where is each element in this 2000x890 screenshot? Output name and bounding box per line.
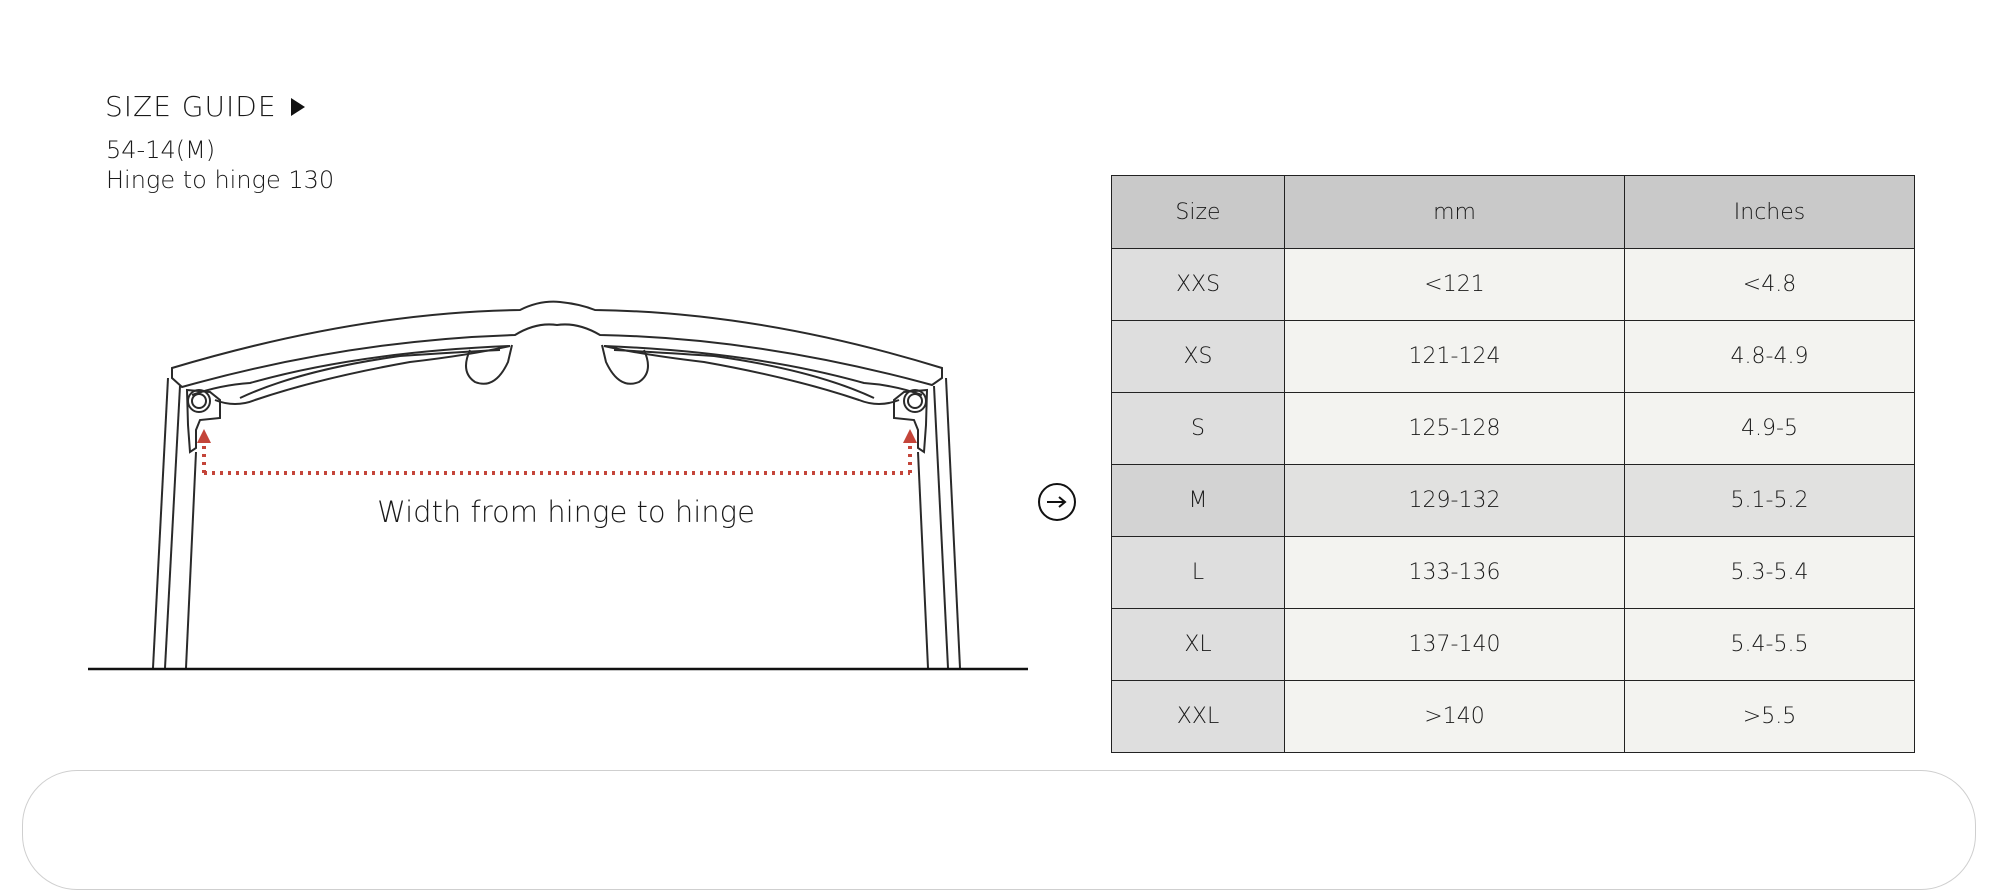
frame-size: 54-14(M) bbox=[106, 136, 216, 164]
measurement-line bbox=[202, 440, 912, 475]
play-triangle-icon bbox=[290, 97, 305, 116]
mm-cell: >140 bbox=[1284, 680, 1625, 753]
size-cell: M bbox=[1111, 464, 1285, 537]
inches-cell: 4.9-5 bbox=[1624, 392, 1915, 465]
size-guide-toggle[interactable]: SIZE GUIDE bbox=[105, 90, 305, 123]
table-row: XXS<121<4.8 bbox=[1111, 248, 1915, 321]
arrow-right-icon bbox=[1047, 496, 1067, 508]
table-header-row: Size mm Inches bbox=[1111, 175, 1915, 249]
header-size: Size bbox=[1111, 175, 1285, 249]
size-cell: L bbox=[1111, 536, 1285, 609]
table-row: XXL>140>5.5 bbox=[1111, 680, 1915, 753]
mm-cell: 133-136 bbox=[1284, 536, 1625, 609]
inches-cell: 4.8-4.9 bbox=[1624, 320, 1915, 393]
mm-cell: 129-132 bbox=[1284, 464, 1625, 537]
measurement-arrow-icon bbox=[197, 429, 917, 443]
mm-cell: 125-128 bbox=[1284, 392, 1625, 465]
hinge-to-hinge-value: Hinge to hinge 130 bbox=[106, 166, 335, 194]
glasses-illustration: Width from hinge to hinge bbox=[88, 300, 1028, 671]
header-inches: Inches bbox=[1624, 175, 1915, 249]
inches-cell: 5.1-5.2 bbox=[1624, 464, 1915, 537]
size-cell: XS bbox=[1111, 320, 1285, 393]
bottom-panel bbox=[22, 770, 1976, 890]
next-arrow-button[interactable] bbox=[1038, 483, 1076, 521]
size-cell: XXS bbox=[1111, 248, 1285, 321]
inches-cell: <4.8 bbox=[1624, 248, 1915, 321]
mm-cell: 137-140 bbox=[1284, 608, 1625, 681]
size-cell: S bbox=[1111, 392, 1285, 465]
illustration-caption: Width from hinge to hinge bbox=[377, 495, 755, 529]
inches-cell: 5.3-5.4 bbox=[1624, 536, 1915, 609]
inches-cell: 5.4-5.5 bbox=[1624, 608, 1915, 681]
mm-cell: 121-124 bbox=[1284, 320, 1625, 393]
inches-cell: >5.5 bbox=[1624, 680, 1915, 753]
size-cell: XL bbox=[1111, 608, 1285, 681]
mm-cell: <121 bbox=[1284, 248, 1625, 321]
header-mm: mm bbox=[1284, 175, 1625, 249]
size-guide-title: SIZE GUIDE bbox=[105, 90, 277, 123]
size-cell: XXL bbox=[1111, 680, 1285, 753]
